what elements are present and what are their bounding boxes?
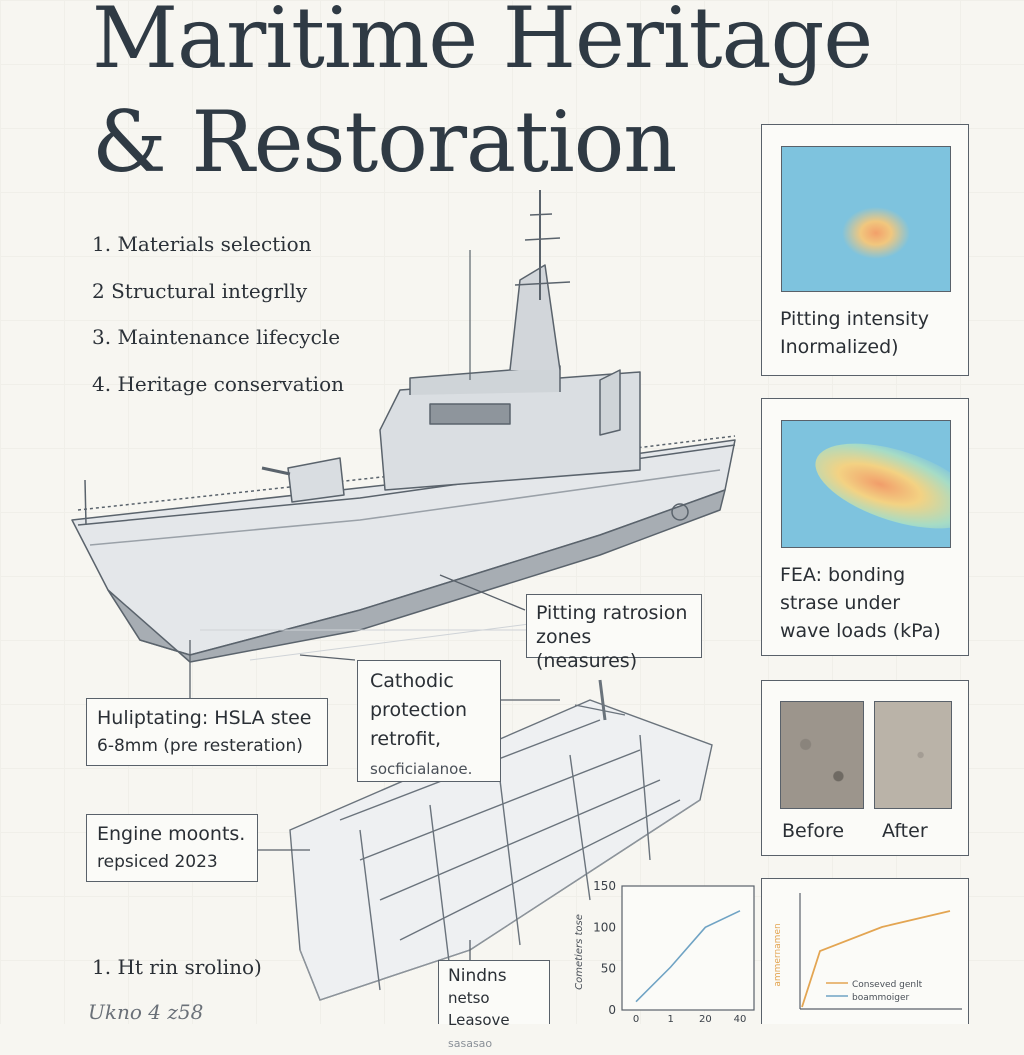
toc-item[interactable]: 1. Materials selection (92, 232, 312, 256)
growth-legend-1: Conseved genlt (852, 980, 923, 990)
ship-illustration (71, 190, 736, 663)
growth-chart: Conseved genlt boammoiger ammernamen (773, 893, 962, 1010)
toc-item[interactable]: 3. Maintenance lifecycle (92, 325, 341, 349)
growth-ylabel: ammernamen (773, 923, 783, 986)
fea-stress-map (781, 420, 951, 548)
leader-lines (189, 574, 560, 960)
callout-nindns: Nindns netso Leasove sasasao (438, 960, 550, 1050)
after-texture-image (874, 701, 952, 809)
before-texture-image (780, 701, 864, 809)
toc-item[interactable]: 2 Structural integrlly (92, 278, 308, 303)
chart-ytick-label: 50 (601, 962, 616, 976)
after-label: After (882, 820, 928, 842)
pitting-heatmap (781, 146, 951, 292)
growth-chart-card: Conseved genlt boammoiger ammernamen (761, 878, 969, 1024)
chart-xtick-label: 0 (633, 1014, 639, 1024)
chart-ytick-label: 100 (593, 920, 616, 934)
table-of-contents: 1. Materials selection 2 Structural inte… (92, 232, 344, 418)
chart-ylabel: Cometiers tose (574, 914, 585, 990)
callout-engine-mounts: Engine moonts. repsiced 2023 (86, 814, 258, 882)
footer-note: 1. Ht rin srolino) (92, 955, 262, 979)
callout-hull-plating: Huliptating: HSLA stee 6-8mm (pre rester… (86, 698, 328, 766)
callout-cathodic-protection: Cathodic protection retrofit, socficiala… (357, 660, 501, 782)
page-title: Maritime Heritage & Restoration (92, 0, 873, 191)
chart-xtick-label: 20 (699, 1014, 712, 1024)
before-label: Before (782, 820, 845, 842)
footer-handwriting: Ukno 4 z58 (88, 1000, 204, 1024)
line-chart: 0 50 100 150 0 1 20 40 Cometiers tose (574, 880, 755, 1024)
fea-stress-card: FEA: bonding strase under wave loads (kP… (761, 398, 969, 656)
chart-ytick-label: 150 (593, 880, 616, 893)
callout-pitting-zones: Pitting ratrosion zones (neasures) (526, 594, 702, 672)
before-after-card: Before After (761, 680, 969, 856)
chart-xtick-label: 40 (734, 1014, 747, 1024)
chart-series-line (635, 910, 741, 1003)
growth-series-line (801, 910, 951, 1008)
chart-ytick-label: 0 (608, 1003, 616, 1017)
toc-item[interactable]: 4. Heritage conservation (92, 371, 344, 396)
pitting-intensity-card: Pitting intensity Inormalized) (761, 124, 969, 376)
chart-xtick-label: 1 (667, 1014, 673, 1024)
growth-legend-2: boammoiger (852, 993, 910, 1003)
